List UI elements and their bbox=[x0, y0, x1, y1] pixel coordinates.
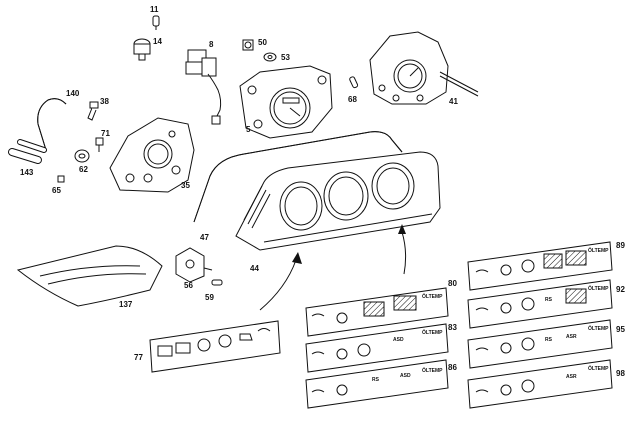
strip-95-label: ÖLTEMP bbox=[588, 325, 609, 332]
callout-95: 95 bbox=[616, 325, 625, 334]
arrow-to-cluster-left bbox=[259, 252, 302, 311]
part-38-screw bbox=[87, 101, 99, 121]
indicator-strip-98: ASR ÖLTEMP bbox=[467, 359, 613, 409]
part-14-bulb-socket bbox=[133, 38, 151, 61]
callout-68: 68 bbox=[348, 95, 357, 104]
strip-83-label: ÖLTEMP bbox=[422, 329, 443, 336]
part-68-bulb bbox=[349, 76, 359, 89]
part-8-connector bbox=[185, 49, 222, 125]
part-56-switch bbox=[175, 247, 213, 283]
callout-143: 143 bbox=[20, 168, 34, 177]
strip-86-label: ÖLTEMP bbox=[422, 367, 443, 374]
part-41-tachometer bbox=[369, 31, 479, 105]
part-62-knob bbox=[74, 149, 90, 163]
indicator-strip-95: RS ASR ÖLTEMP bbox=[467, 319, 613, 369]
part-44-instrument-cluster bbox=[235, 151, 441, 251]
indicator-strip-80: ÖLTEMP bbox=[305, 287, 449, 337]
part-71-screw bbox=[95, 137, 104, 152]
callout-140: 140 bbox=[66, 89, 80, 98]
strip-86-label-asd: ASD bbox=[400, 373, 411, 379]
callout-137: 137 bbox=[119, 300, 133, 309]
callout-86: 86 bbox=[448, 363, 457, 372]
strip-92-label-rs: RS bbox=[545, 297, 553, 303]
part-5-speedometer bbox=[239, 65, 333, 139]
part-11-bulb bbox=[152, 15, 160, 30]
strip-95-label-rs: RS bbox=[545, 337, 553, 343]
strip-98-label: ÖLTEMP bbox=[588, 365, 609, 372]
part-47-seal bbox=[193, 131, 403, 223]
callout-65: 65 bbox=[52, 186, 61, 195]
strip-98-label-asr: ASR bbox=[566, 374, 577, 380]
strip-83-label-asd: ASD bbox=[393, 337, 404, 343]
callout-8: 8 bbox=[209, 40, 214, 49]
indicator-strip-92: RS ÖLTEMP bbox=[467, 279, 613, 329]
callout-92: 92 bbox=[616, 285, 625, 294]
callout-35: 35 bbox=[181, 181, 190, 190]
strip-92-label: ÖLTEMP bbox=[588, 285, 609, 292]
callout-44: 44 bbox=[250, 264, 259, 273]
part-140-hose bbox=[37, 98, 67, 151]
strip-89-label: ÖLTEMP bbox=[588, 247, 609, 254]
callout-56: 56 bbox=[184, 281, 193, 290]
callout-5: 5 bbox=[246, 125, 251, 134]
part-53-washer bbox=[263, 52, 277, 62]
indicator-strip-77 bbox=[149, 320, 281, 373]
part-137-trim-cover bbox=[16, 245, 163, 307]
part-143-hose-segment bbox=[8, 139, 47, 164]
strip-80-label: ÖLTEMP bbox=[422, 293, 443, 300]
callout-71: 71 bbox=[101, 129, 110, 138]
part-59-bulb bbox=[211, 279, 223, 286]
callout-47: 47 bbox=[200, 233, 209, 242]
strip-77-symbols bbox=[157, 328, 271, 357]
callout-89: 89 bbox=[616, 241, 625, 250]
callout-14: 14 bbox=[153, 37, 162, 46]
part-35-gauge-housing bbox=[109, 117, 195, 193]
callout-41: 41 bbox=[449, 97, 458, 106]
indicator-strip-89: ÖLTEMP bbox=[467, 241, 613, 291]
callout-53: 53 bbox=[281, 53, 290, 62]
strip-86-label-rs: RS bbox=[372, 377, 380, 383]
part-50-nut bbox=[242, 39, 254, 51]
callout-59: 59 bbox=[205, 293, 214, 302]
part-65-cap bbox=[57, 175, 65, 183]
callout-83: 83 bbox=[448, 323, 457, 332]
indicator-strip-86: RS ASD ÖLTEMP bbox=[305, 359, 449, 409]
indicator-strip-83: ASD ÖLTEMP bbox=[305, 323, 449, 373]
callout-38: 38 bbox=[100, 97, 109, 106]
callout-98: 98 bbox=[616, 369, 625, 378]
callout-11: 11 bbox=[150, 5, 159, 14]
callout-62: 62 bbox=[79, 165, 88, 174]
callout-50: 50 bbox=[258, 38, 267, 47]
callout-77: 77 bbox=[134, 353, 143, 362]
callout-80: 80 bbox=[448, 279, 457, 288]
strip-95-label-asr: ASR bbox=[566, 334, 577, 340]
arrow-to-cluster-right bbox=[398, 224, 407, 275]
